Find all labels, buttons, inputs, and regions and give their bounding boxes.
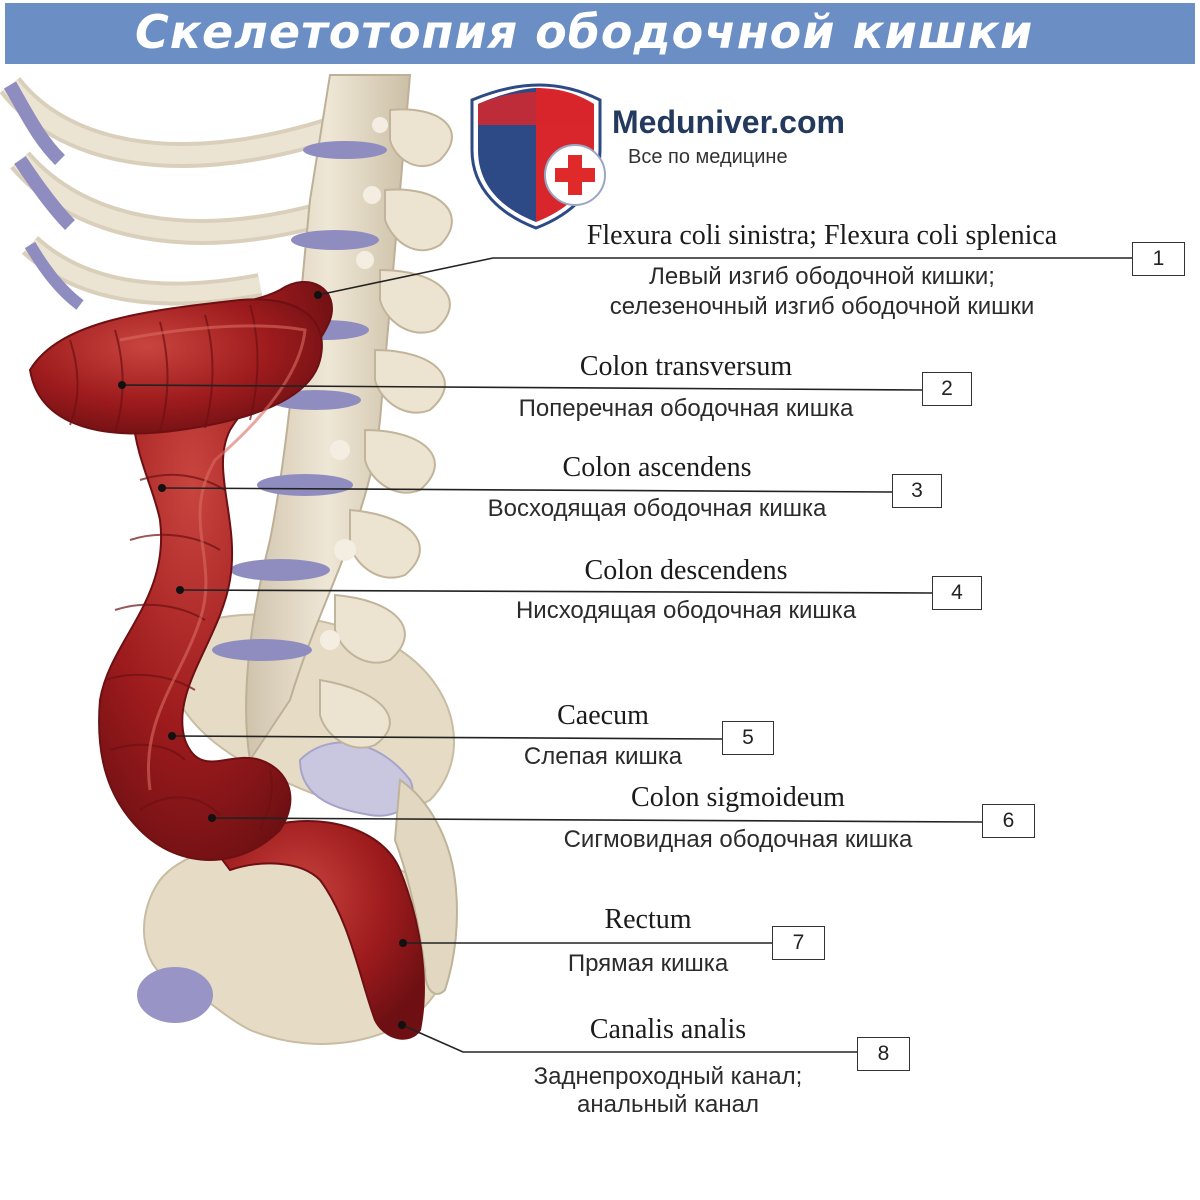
logo-tagline: Все по медицине bbox=[628, 146, 788, 168]
ribs bbox=[0, 76, 334, 310]
label-8-russian-2: анальный канал bbox=[576, 1091, 760, 1118]
logo-name: Meduniver.com bbox=[612, 104, 845, 140]
leader-line-6 bbox=[211, 817, 983, 823]
label-7-number: 7 bbox=[772, 926, 825, 960]
label-2-number: 2 bbox=[922, 372, 972, 406]
label-2-latin: Colon transversum bbox=[579, 351, 793, 382]
label-1-number: 1 bbox=[1132, 242, 1185, 276]
label-2-russian: Поперечная ободочная кишка bbox=[518, 395, 854, 422]
label-3-number: 3 bbox=[892, 474, 942, 508]
label-6-latin: Colon sigmoideum bbox=[631, 782, 845, 813]
label-5-number: 5 bbox=[722, 721, 774, 755]
label-7-russian: Прямая кишка bbox=[567, 950, 729, 977]
leader-line-5 bbox=[171, 735, 723, 740]
leader-line-2 bbox=[121, 384, 923, 391]
label-1-latin: Flexura coli sinistra; Flexura coli sple… bbox=[586, 220, 1058, 251]
label-3-russian: Восходящая ободочная кишка bbox=[487, 495, 827, 522]
label-7-latin: Rectum bbox=[604, 904, 692, 935]
label-8-russian: Заднепроходный канал; bbox=[533, 1063, 803, 1090]
title-banner: Скелетотопия ободочной кишки bbox=[5, 3, 1195, 64]
colon bbox=[28, 280, 425, 1040]
leader-lines bbox=[121, 257, 1132, 1053]
label-3-latin: Colon ascendens bbox=[562, 452, 752, 483]
meduniver-logo-shield bbox=[470, 83, 606, 230]
label-4-number: 4 bbox=[932, 576, 982, 610]
label-5-russian: Слепая кишка bbox=[523, 743, 683, 770]
label-5-latin: Caecum bbox=[557, 700, 649, 731]
leader-line-8 bbox=[401, 1024, 857, 1053]
leader-line-3 bbox=[161, 487, 893, 493]
label-1-russian: Левый изгиб ободочной кишки; bbox=[649, 263, 995, 290]
label-4-russian: Нисходящая ободочная кишка bbox=[515, 597, 857, 624]
label-4-latin: Colon descendens bbox=[584, 555, 788, 586]
label-6-russian: Сигмовидная ободочная кишка bbox=[563, 826, 913, 853]
spine bbox=[212, 74, 458, 995]
leader-line-4 bbox=[179, 589, 933, 594]
page-title: Скелетотопия ободочной кишки bbox=[135, 5, 1034, 59]
label-8-latin: Canalis analis bbox=[589, 1014, 747, 1045]
leader-dots bbox=[118, 291, 407, 1029]
label-6-number: 6 bbox=[982, 804, 1035, 838]
leader-line-1 bbox=[317, 257, 1132, 296]
label-1-russian-2: селезеночный изгиб ободочной кишки bbox=[609, 293, 1035, 320]
label-8-number: 8 bbox=[857, 1037, 910, 1071]
